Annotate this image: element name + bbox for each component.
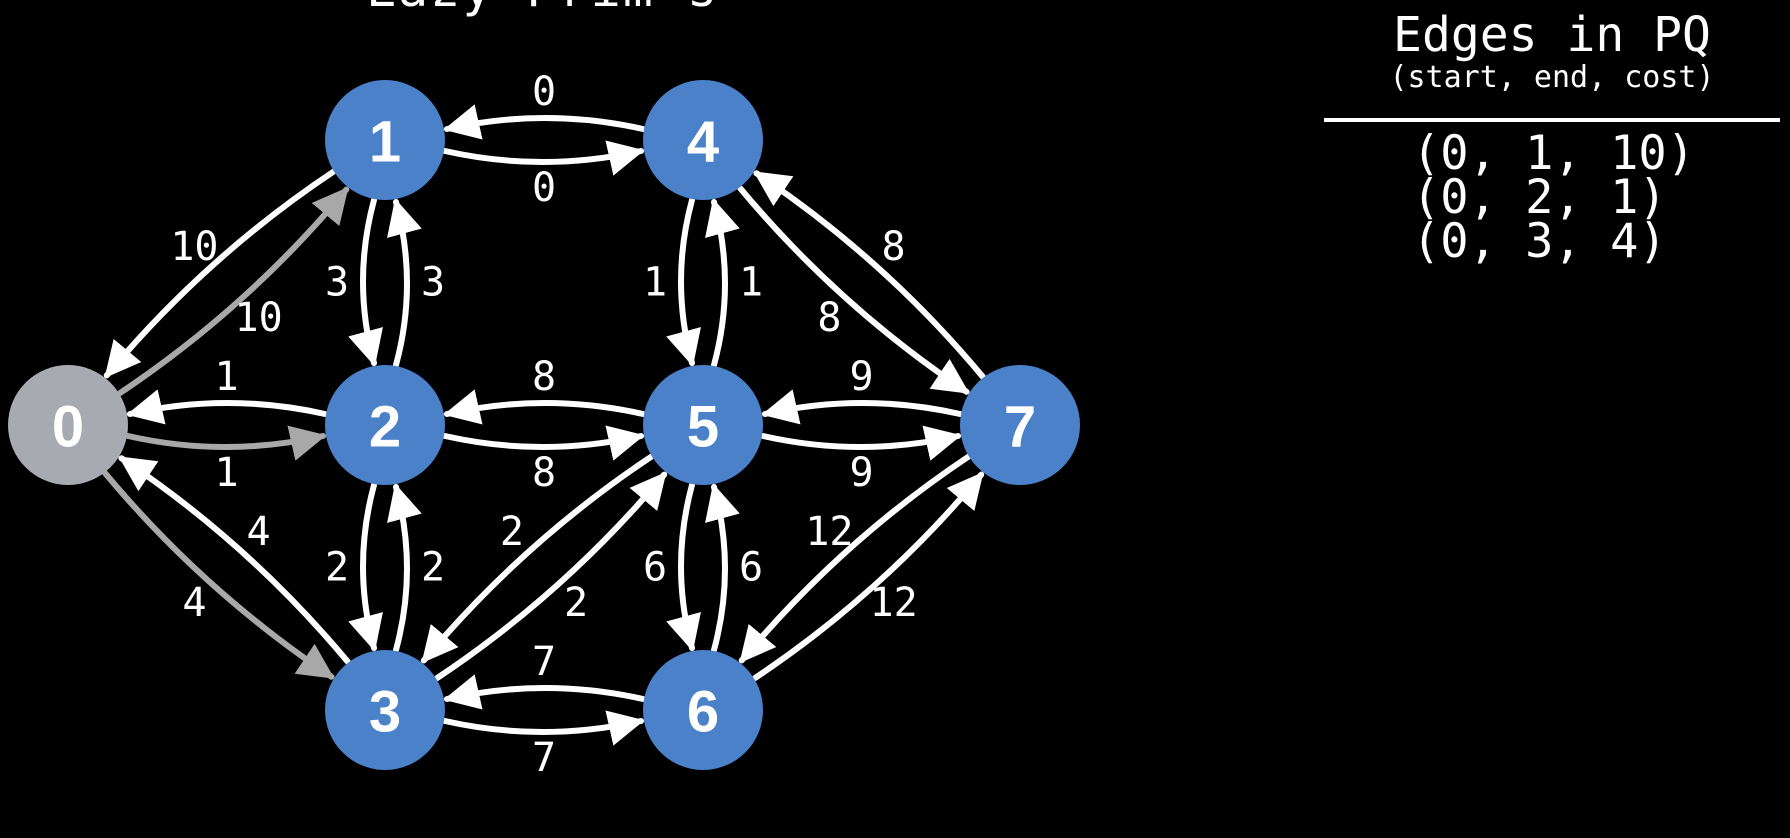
graph-node: 0 bbox=[8, 365, 128, 485]
edge-arrow bbox=[761, 389, 963, 425]
pq-subheading: (start, end, cost) bbox=[1389, 60, 1715, 95]
pq-panel: Edges in PQ (start, end, cost) (0, 1, 10… bbox=[1324, 7, 1780, 269]
edge-arrow bbox=[348, 197, 383, 367]
node-label: 1 bbox=[369, 110, 401, 175]
edge-arrow bbox=[442, 710, 645, 746]
edge-weight-label: 4 bbox=[182, 580, 206, 626]
node-label: 3 bbox=[369, 680, 401, 745]
edge-weight-label: 1 bbox=[214, 354, 238, 400]
node-label: 7 bbox=[1004, 395, 1036, 460]
edge-arrow bbox=[705, 483, 740, 653]
edge-weight-label: 1 bbox=[643, 260, 667, 306]
edge-arrow bbox=[348, 482, 383, 652]
edge-weight-label: 0 bbox=[532, 165, 556, 211]
node-label: 2 bbox=[369, 395, 401, 460]
edge-arrow bbox=[666, 482, 701, 652]
edge-weight-label: 1 bbox=[739, 260, 763, 306]
edge-weight-label: 6 bbox=[643, 545, 667, 591]
graph-node: 4 bbox=[643, 80, 763, 200]
edge-weight-label: 3 bbox=[325, 260, 349, 306]
edge-arrow bbox=[102, 470, 335, 680]
edge-weight-label: 8 bbox=[532, 354, 556, 400]
edge-weight-label: 12 bbox=[805, 509, 853, 555]
edge-arrow bbox=[666, 197, 701, 367]
edge-weight-label: 8 bbox=[532, 450, 556, 496]
graph-node: 7 bbox=[960, 365, 1080, 485]
page-title: Lazy Prim's bbox=[0, 0, 1085, 18]
edge-weight-label: 1 bbox=[214, 450, 238, 496]
node-circle bbox=[325, 650, 445, 770]
pq-list: (0, 1, 10) (0, 2, 1) (0, 3, 4) bbox=[1324, 126, 1780, 269]
pq-heading: Edges in PQ bbox=[1393, 7, 1711, 63]
node-circle bbox=[643, 80, 763, 200]
edge-arrow bbox=[443, 389, 646, 425]
edge-arrow bbox=[738, 453, 972, 664]
pq-item: (0, 2, 1) bbox=[1412, 170, 1667, 225]
graph-node: 6 bbox=[643, 650, 763, 770]
edge-arrow bbox=[118, 455, 351, 665]
edge-arrow bbox=[434, 471, 668, 682]
edge-weight-label: 7 bbox=[532, 735, 556, 781]
edge-arrow bbox=[753, 170, 986, 380]
edge-arrow bbox=[125, 425, 327, 461]
edge-arrow bbox=[442, 425, 645, 461]
edge-weight-label: 8 bbox=[817, 295, 841, 341]
node-circle bbox=[8, 365, 128, 485]
node-label: 6 bbox=[687, 680, 719, 745]
node-circle bbox=[325, 80, 445, 200]
node-label: 0 bbox=[52, 395, 84, 460]
edge-arrow bbox=[116, 186, 350, 397]
edge-arrow bbox=[760, 425, 962, 461]
edge-arrow bbox=[443, 674, 646, 710]
edge-arrow bbox=[387, 198, 422, 368]
edge-weight-label: 12 bbox=[870, 580, 918, 626]
node-circle bbox=[643, 650, 763, 770]
edge-arrow bbox=[103, 168, 337, 379]
graph-node: 1 bbox=[325, 80, 445, 200]
edge-weight-label: 3 bbox=[421, 260, 445, 306]
edge-weight-label: 2 bbox=[421, 545, 445, 591]
pq-item: (0, 1, 10) bbox=[1412, 126, 1695, 181]
edge-weight-label: 6 bbox=[739, 545, 763, 591]
edge-arrow bbox=[387, 483, 422, 653]
node-circle bbox=[643, 365, 763, 485]
edge-arrow bbox=[442, 140, 645, 176]
node-label: 4 bbox=[687, 110, 719, 175]
edge-layer bbox=[102, 104, 986, 746]
edge-weight-label: 0 bbox=[532, 69, 556, 115]
edge-weight-label: 10 bbox=[235, 295, 283, 341]
edge-arrow bbox=[420, 453, 654, 664]
edge-arrow bbox=[751, 471, 985, 682]
node-circle bbox=[325, 365, 445, 485]
pq-item: (0, 3, 4) bbox=[1412, 214, 1667, 269]
edge-arrow bbox=[126, 389, 328, 425]
edge-arrow bbox=[443, 104, 646, 140]
edge-weight-label: 2 bbox=[325, 545, 349, 591]
pq-divider bbox=[1324, 118, 1780, 122]
edge-weight-label: 2 bbox=[564, 580, 588, 626]
edge-weight-label: 8 bbox=[882, 224, 906, 270]
edge-weight-label: 4 bbox=[247, 509, 271, 555]
edge-arrow bbox=[737, 185, 970, 395]
node-label: 5 bbox=[687, 395, 719, 460]
edge-weight-label: 10 bbox=[170, 224, 218, 270]
graph-node: 5 bbox=[643, 365, 763, 485]
edge-weight-label: 9 bbox=[849, 450, 873, 496]
edge-weight-label: 7 bbox=[532, 639, 556, 685]
node-circle bbox=[960, 365, 1080, 485]
graph-node: 3 bbox=[325, 650, 445, 770]
edge-weight-label: 2 bbox=[500, 509, 524, 555]
edge-weight-label: 9 bbox=[849, 354, 873, 400]
edge-arrow bbox=[705, 198, 740, 368]
graph-node: 2 bbox=[325, 365, 445, 485]
